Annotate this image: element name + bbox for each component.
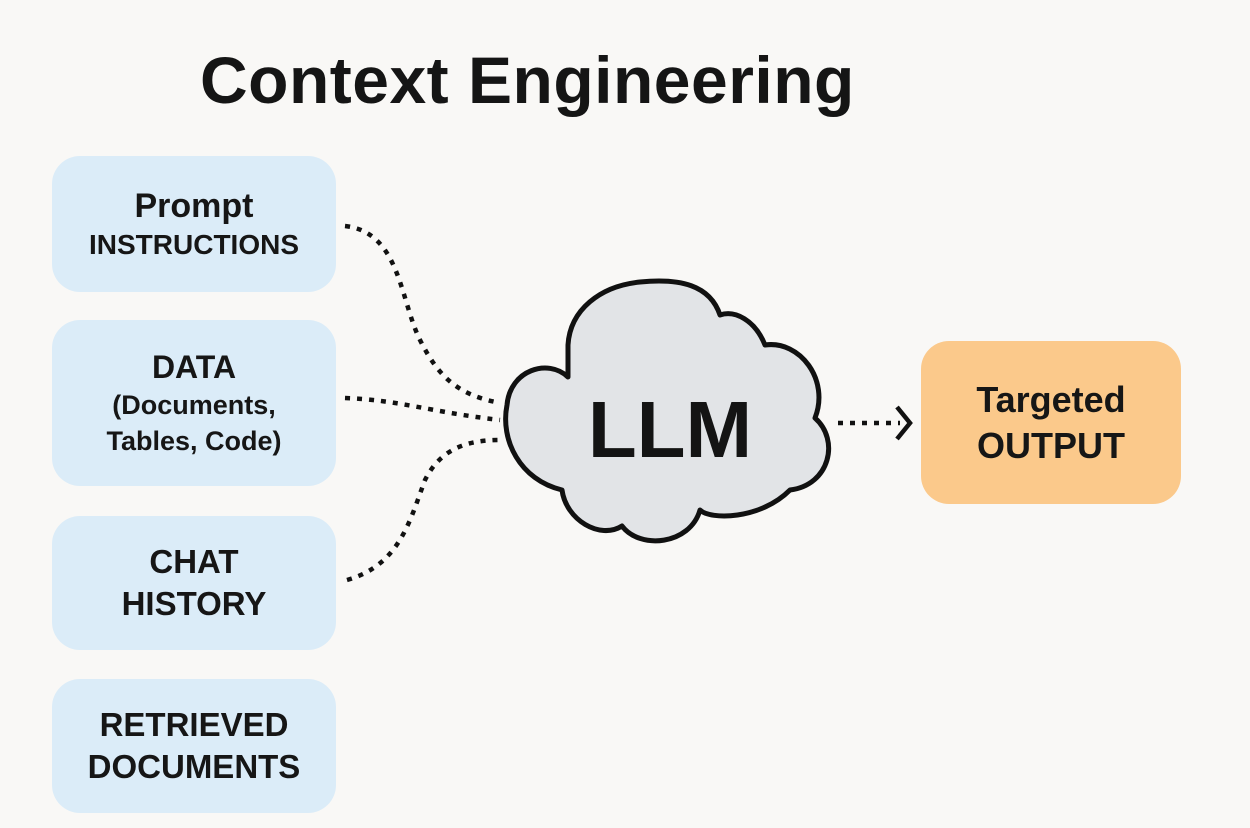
box-line: DATA [151, 349, 237, 385]
output-box-targeted-output: Targeted OUTPUT [921, 341, 1181, 504]
input-box-chat-history: CHAT HISTORY [52, 516, 336, 650]
box-line: HISTORY [121, 585, 267, 622]
box-line: OUTPUT [977, 424, 1125, 466]
llm-label: LLM [587, 385, 753, 474]
arrow-head-icon [895, 405, 913, 441]
box-line: DOCUMENTS [87, 748, 301, 785]
connector-prompt-to-llm [344, 223, 501, 406]
connector-chat-to-llm [346, 437, 501, 583]
input-box-data: DATA (Documents, Tables, Code) [52, 320, 336, 486]
cloud-icon [503, 278, 832, 544]
input-box-prompt-instructions: Prompt INSTRUCTIONS [52, 156, 336, 292]
diagram-title: Context Engineering [200, 43, 855, 117]
box-line: INSTRUCTIONS [89, 229, 299, 260]
input-box-retrieved-documents: RETRIEVED DOCUMENTS [52, 679, 336, 813]
box-line: Prompt [134, 187, 254, 225]
box-line: (Documents, [112, 390, 276, 420]
box-line: CHAT [149, 543, 239, 580]
box-line: RETRIEVED [99, 706, 289, 743]
connector-data-to-llm [344, 395, 501, 423]
box-line: Targeted [976, 378, 1126, 420]
box-line: Tables, Code) [106, 426, 282, 456]
